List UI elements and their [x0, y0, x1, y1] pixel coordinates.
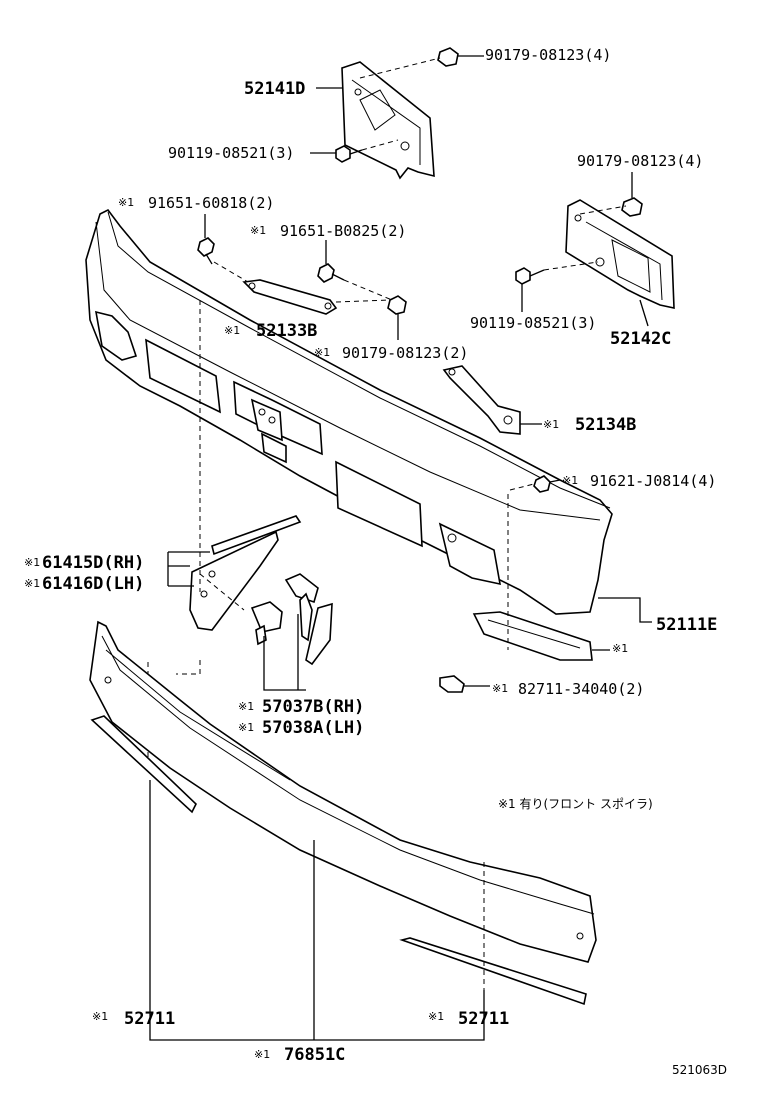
- bolt-icon: [515, 267, 545, 285]
- stay-52133B: [242, 279, 338, 315]
- mark-61416D: ※1: [24, 577, 40, 590]
- label-90179-mid: 90179-08123(2): [342, 344, 468, 362]
- label-57037B: 57037B(RH): [262, 697, 364, 717]
- label-52711-right: 52711: [458, 1009, 509, 1029]
- clip-icon: [439, 675, 465, 693]
- bracket-under-bumper: [472, 611, 593, 661]
- label-52133B: 52133B: [256, 321, 317, 341]
- stay-52134B: [442, 365, 521, 435]
- label-61416D: 61416D(LH): [42, 574, 144, 594]
- label-52111E: 52111E: [656, 615, 717, 635]
- label-90179-right: 90179-08123(4): [577, 152, 703, 170]
- mark-91621: ※1: [562, 474, 578, 487]
- bolt-icon: [533, 475, 551, 493]
- mark-52134B: ※1: [543, 418, 559, 431]
- bumper-52111E: [85, 208, 613, 615]
- mark-91651-6: ※1: [118, 196, 134, 209]
- label-91651-60818: 91651-60818(2): [148, 194, 274, 212]
- mark-90179-mid: ※1: [314, 346, 330, 359]
- nut-icon: [387, 295, 407, 315]
- bracket-57038A: [250, 601, 283, 646]
- mark-82711: ※1: [492, 682, 508, 695]
- spoiler-note: ※1 有り(フロント スポイラ): [498, 797, 653, 811]
- spoiler-76851C: [89, 620, 597, 963]
- label-52134B: 52134B: [575, 415, 636, 435]
- label-91621: 91621-J0814(4): [590, 472, 716, 490]
- mark-91651-B: ※1: [250, 224, 266, 237]
- mark-52711-left: ※1: [92, 1010, 108, 1023]
- strip-52711-left: [90, 715, 197, 814]
- mark-52133B: ※1: [224, 324, 240, 337]
- mark-61415D: ※1: [24, 556, 40, 569]
- mark-76851C: ※1: [254, 1048, 270, 1061]
- bolt-icon: [197, 237, 215, 265]
- bracket-52141D: [341, 61, 435, 180]
- bolt-icon: [317, 263, 345, 283]
- label-90119-right: 90119-08521(3): [470, 314, 596, 332]
- nut-icon: [437, 47, 459, 67]
- nut-icon: [621, 197, 643, 217]
- mark-52711-right: ※1: [428, 1010, 444, 1023]
- bolt-icon: [335, 145, 363, 163]
- mark-57037B: ※1: [238, 700, 254, 713]
- label-52142C: 52142C: [610, 329, 671, 349]
- label-52141D: 52141D: [244, 79, 305, 99]
- molding-61415D: [189, 515, 302, 631]
- label-57038A: 57038A(LH): [262, 718, 364, 738]
- label-91651-B0825: 91651-B0825(2): [280, 222, 406, 240]
- strip-52711-right: [399, 937, 587, 1006]
- label-82711: 82711-34040(2): [518, 680, 644, 698]
- diagram-code: 521063D: [672, 1063, 727, 1077]
- bracket-57037B: [284, 573, 333, 666]
- bracket-52142C: [565, 199, 675, 309]
- label-76851C: 76851C: [284, 1045, 345, 1065]
- mark-57038A: ※1: [238, 721, 254, 734]
- label-90179-top: 90179-08123(4): [485, 46, 611, 64]
- label-90119-left: 90119-08521(3): [168, 144, 294, 162]
- label-52711-left: 52711: [124, 1009, 175, 1029]
- label-61415D: 61415D(RH): [42, 553, 144, 573]
- mark-bracket: ※1: [612, 642, 628, 655]
